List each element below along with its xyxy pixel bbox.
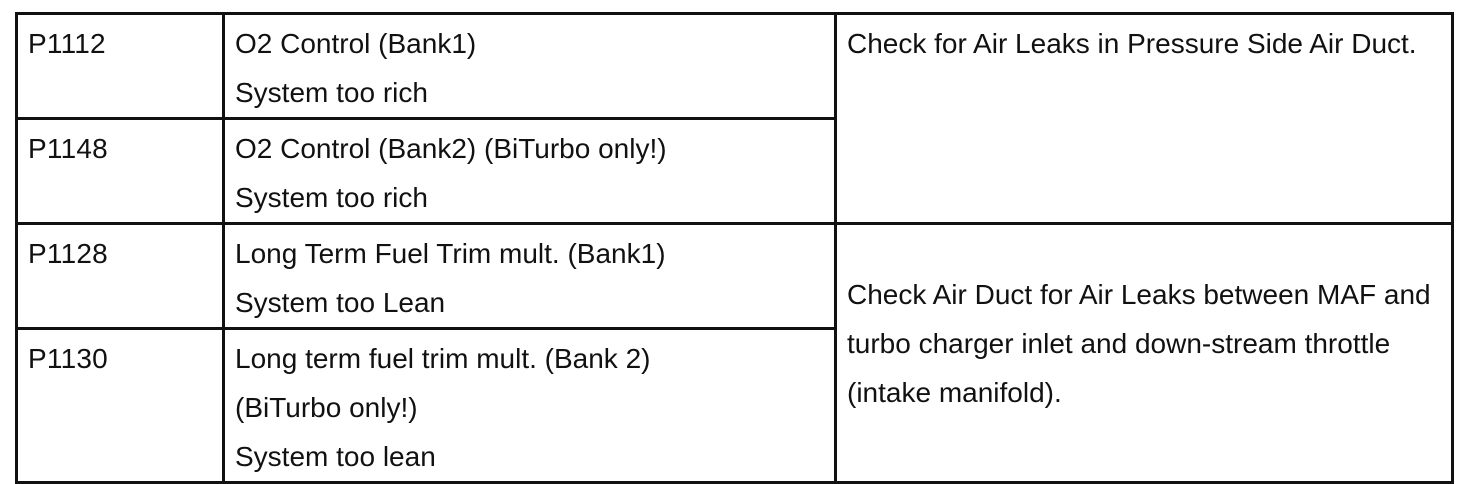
description-line: O2 Control (Bank1) (235, 28, 477, 59)
description-cell: O2 Control (Bank2) (BiTurbo only!) Syste… (222, 117, 837, 225)
table-row: P1128 Long Term Fuel Trim mult. (Bank1) … (15, 222, 1454, 484)
description-cell: Long Term Fuel Trim mult. (Bank1) System… (222, 222, 837, 330)
table-row: P1112 O2 Control (Bank1) System too rich… (15, 12, 1454, 225)
code-cell: P1112 (15, 12, 225, 120)
description-cell: Long term fuel trim mult. (Bank 2) (BiTu… (222, 327, 837, 484)
description-line: (BiTurbo only!) (235, 392, 418, 423)
description-cell: O2 Control (Bank1) System too rich (222, 12, 837, 120)
code-cell: P1130 (15, 327, 225, 484)
description-line: O2 Control (Bank2) (BiTurbo only!) (235, 133, 667, 164)
code-cell: P1128 (15, 222, 225, 330)
code-cell: P1148 (15, 117, 225, 225)
description-line: Long Term Fuel Trim mult. (Bank1) (235, 238, 666, 269)
description-line: System too rich (235, 77, 428, 108)
table-row: P1130 Long term fuel trim mult. (Bank 2)… (15, 327, 1453, 484)
description-line: Long term fuel trim mult. (Bank 2) (235, 343, 651, 374)
document-page: P1112 O2 Control (Bank1) System too rich… (15, 12, 1454, 484)
description-line: System too lean (235, 441, 436, 472)
description-line: System too rich (235, 182, 428, 213)
description-line: System too Lean (235, 287, 446, 318)
diagnostic-codes-table: P1112 O2 Control (Bank1) System too rich… (15, 12, 1454, 484)
action-cell: Check Air Duct for Air Leaks between MAF… (834, 222, 1454, 484)
action-cell: Check for Air Leaks in Pressure Side Air… (834, 12, 1454, 225)
table-row: P1148 O2 Control (Bank2) (BiTurbo only!)… (15, 117, 1453, 225)
